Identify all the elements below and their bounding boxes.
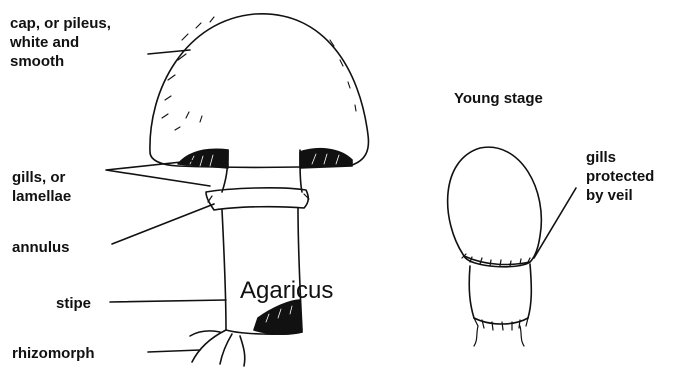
stipe-leader-line [110,300,226,302]
cap-label: cap, or pileus, white and smooth [10,14,111,71]
rhizomorph-leader-line [148,350,200,352]
young-stipe [469,264,531,318]
cap-shading [162,17,356,130]
upper-stipe [222,150,302,192]
cap-label-line-2: white and [10,33,111,52]
veil-label-line-2: protected [586,167,654,186]
gills-label: gills, or lamellae [12,168,71,206]
cap-outline [150,14,369,168]
veil-label: gills protected by veil [586,148,654,205]
veil-leader-line [534,188,576,258]
stipe-label: stipe [56,294,91,313]
cap-label-line-1: cap, or pileus, [10,14,111,33]
rhizomorph-label: rhizomorph [12,344,95,363]
cap-label-line-3: smooth [10,52,111,71]
gills-shading [178,149,228,168]
young-cap-outline [448,147,542,264]
diagram-caption: Agaricus [240,277,333,305]
gills-label-line-1: gills, or [12,168,71,187]
annulus-label: annulus [12,238,70,257]
veil-label-line-3: by veil [586,186,654,205]
gills-label-line-2: lamellae [12,187,71,206]
annulus-leader-line [112,204,214,244]
rhizomorph-strands [190,330,245,366]
young-stage-title: Young stage [454,90,543,107]
annulus-ring [206,188,308,210]
veil-label-line-1: gills [586,148,654,167]
